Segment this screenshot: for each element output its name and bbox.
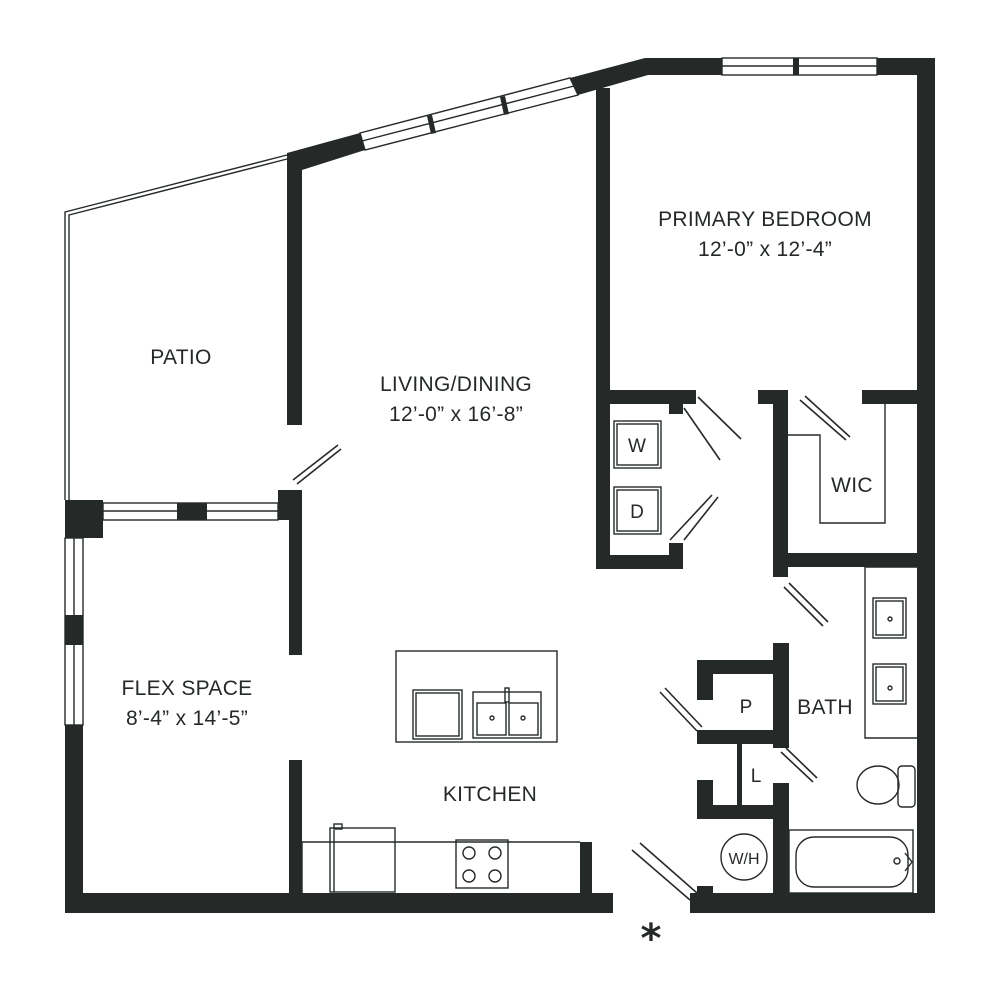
pantry-label: P [740, 697, 753, 718]
primary-bedroom-size: 12’-0” x 12’-4” [698, 238, 832, 261]
wic-label: WIC [831, 474, 873, 497]
windows [64, 57, 878, 726]
interior-walls [278, 88, 922, 913]
wic-shelving [788, 404, 886, 524]
bath-fixtures [720, 566, 917, 894]
flex-space-size: 8’-4” x 14’-5” [126, 707, 248, 730]
patio-label: PATIO [150, 346, 211, 369]
primary-bedroom-label: PRIMARY BEDROOM [658, 208, 872, 231]
room-labels: PRIMARY BEDROOM 12’-0” x 12’-4” PATIO LI… [122, 208, 873, 962]
doors [292, 395, 851, 901]
bath-label: BATH [797, 696, 853, 719]
dryer-label: D [630, 502, 644, 523]
living-dining-label: LIVING/DINING [380, 373, 532, 396]
flex-space-label: FLEX SPACE [122, 677, 253, 700]
entry-marker: * [641, 916, 662, 962]
living-dining-size: 12’-0” x 16’-8” [389, 403, 523, 426]
washer-label: W [628, 436, 646, 457]
linen-label: L [751, 766, 762, 787]
kitchen-fixtures [301, 650, 580, 893]
laundry [613, 420, 662, 535]
water-heater-label: W/H [728, 851, 759, 868]
patio-outline [64, 154, 288, 500]
kitchen-label: KITCHEN [443, 783, 537, 806]
